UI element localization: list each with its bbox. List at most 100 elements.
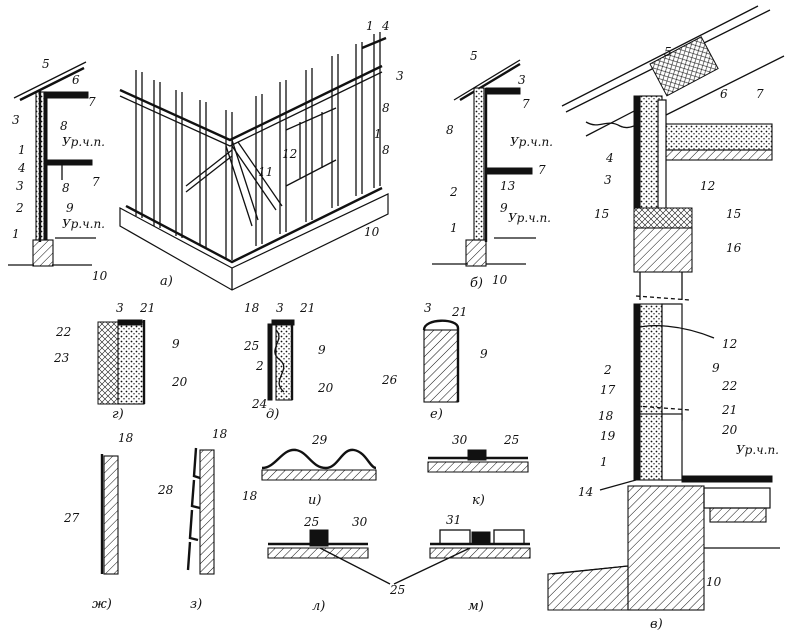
callout: 10 [92,269,108,283]
callout: 24 [251,397,267,411]
callout: 3 [424,301,432,315]
callout: 6 [72,73,80,87]
callout: 30 [452,433,468,447]
caption-a: а) [160,274,173,289]
callout: 1 [374,127,382,141]
callout: 9 [66,201,74,215]
detail-d [267,319,295,401]
callout: 7 [538,163,546,177]
caption-m: м) [468,599,484,614]
section-v [547,5,785,611]
detail-g [97,319,146,405]
callout: 1 [18,143,26,157]
callout: 3 [396,69,404,83]
caption-zh: ж) [92,597,112,612]
callout: 18 [598,409,614,423]
callout: 23 [53,351,70,365]
callout: 7 [92,175,100,189]
callout: 9 [480,347,488,361]
callout: 18 [118,431,134,445]
section-a [8,61,96,267]
figure-captions: а) б) в) г) д) е) ж) з) и) к) л) м) [92,274,663,632]
caption-b: б) [470,276,483,291]
callout: 8 [382,143,390,157]
detail-m [429,529,531,559]
caption-k: к) [472,493,485,508]
callout: 9 [172,337,180,351]
callout: 30 [352,515,368,529]
callout: 9 [500,201,508,215]
callout: 18 [212,427,228,441]
callout: 1 [366,19,374,33]
callouts-details: 3 21 22 9 23 20 18 3 21 25 9 2 20 24 3 2… [53,301,519,597]
callout: 8 [62,181,70,195]
callout: 2 [603,363,612,377]
callout: 12 [282,147,297,161]
callout: 27 [63,511,80,525]
callouts-frame3d: 1 4 3 8 8 12 11 1 10 [258,19,404,239]
callout: 7 [88,95,96,109]
callout: 25 [503,433,519,447]
caption-d: д) [266,407,279,422]
callout: 13 [500,179,516,193]
callout: 16 [726,241,742,255]
callout: 8 [446,123,454,137]
callout: 3 [116,301,124,315]
callout: 12 [700,179,715,193]
callout: 29 [311,433,328,447]
callout: 7 [522,97,530,111]
detail-z [186,447,215,575]
callout: 19 [600,429,616,443]
callout: 26 [381,373,398,387]
callouts-b: 5 3 7 8 13 7 2 9 1 10 Ур.ч.п. Ур.ч.п. [446,49,553,287]
callout: 20 [721,423,738,437]
callout: 5 [470,49,478,63]
callout: 2 [15,201,24,215]
caption-g: г) [112,407,124,422]
callout: 9 [712,361,720,375]
callout: 8 [382,101,390,115]
frame-3d [119,32,389,291]
callout: 18 [242,489,258,503]
detail-zh [100,454,119,575]
callout: 4 [381,19,390,33]
callout: 10 [364,225,380,239]
callout: 15 [594,207,609,221]
callout: 12 [722,337,737,351]
callout: 6 [720,87,728,101]
callout: 4 [17,161,26,175]
callout: 14 [578,485,593,499]
detail-e [422,319,460,403]
callout: 20 [171,375,188,389]
section-b [432,59,536,267]
callout: 25 [243,339,259,353]
callout: 21 [139,301,155,315]
callout: 3 [12,113,20,127]
callout: 11 [258,165,273,179]
callouts-v: 5 6 7 4 3 12 15 15 16 12 9 2 22 17 18 21… [578,45,779,589]
callout: 31 [446,513,461,527]
callout: 18 [244,301,260,315]
callout: 10 [492,273,508,287]
callout: 1 [450,221,458,235]
callout: 20 [317,381,334,395]
callout: 25 [303,515,319,529]
callout: 22 [721,379,737,393]
callout: 28 [157,483,174,497]
caption-l: л) [312,599,325,614]
caption-z: з) [190,597,202,612]
callout: 2 [449,185,458,199]
callout: 25 [389,583,405,597]
detail-l [267,529,369,559]
ground-level-label: Ур.ч.п. [62,135,105,149]
callouts-a: 5 6 7 3 8 1 4 3 8 7 2 9 1 10 Ур.ч.п. Ур.… [12,57,108,283]
detail-i [261,448,377,481]
ground-level-label: Ур.ч.п. [736,443,779,457]
callout: 2 [255,359,264,373]
callout: 15 [726,207,741,221]
callout: 3 [604,173,612,187]
callout: 7 [756,87,764,101]
callout: 3 [276,301,284,315]
callout: 9 [318,343,326,357]
caption-e: е) [430,407,443,422]
